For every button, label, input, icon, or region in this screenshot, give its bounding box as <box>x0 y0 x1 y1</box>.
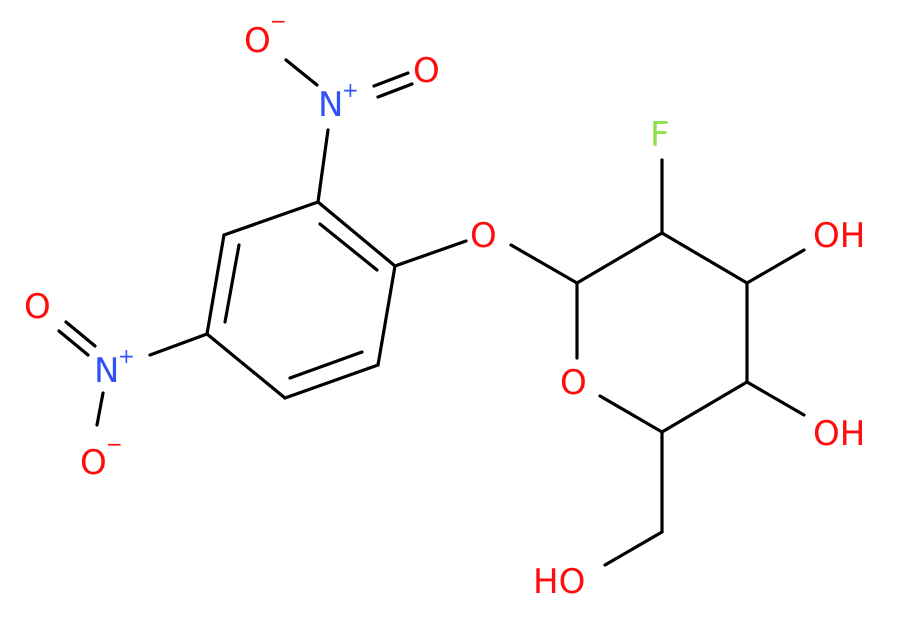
atom-o-ether: O <box>470 216 497 256</box>
atom-o-top-minus-charge: − <box>270 9 287 33</box>
bond-sugar-c1-c2 <box>575 231 664 285</box>
bond-sugar-c5-o-ring <box>598 394 664 434</box>
atom-labels: N + O − O N + O O − O O F OH OH HO <box>24 9 865 602</box>
atom-o-top-double: O <box>413 51 440 91</box>
atom-n-left: N <box>94 351 119 391</box>
bond-n-left-o-double-a <box>64 320 97 348</box>
bond-ring-c5-c6 <box>205 233 226 336</box>
bond-n-top-o-double-b <box>376 82 414 99</box>
atom-o-left-minus-charge: − <box>106 432 123 456</box>
bond-ring-c4-c5 <box>205 332 287 400</box>
atom-oh-lower: OH <box>813 414 865 454</box>
bond-ring-c5-c6-inner <box>223 243 241 324</box>
bond-c5-n-left <box>148 332 209 357</box>
atom-o-left-minus: O <box>80 443 107 483</box>
atom-o-ring: O <box>560 363 587 403</box>
atom-o-top-minus: O <box>244 21 271 61</box>
bond-ring-c6-c1 <box>222 200 320 237</box>
atom-n-top: N <box>318 85 343 125</box>
bond-ring-c3-c4 <box>283 363 380 400</box>
bond-c4-oh <box>745 380 806 417</box>
bond-o-ether-c1-sugar <box>509 243 579 285</box>
bond-ch2-oh <box>603 530 664 567</box>
bond-n-left-o-double-b <box>57 329 90 357</box>
atom-f: F <box>650 115 670 155</box>
bond-n-left-o-minus <box>95 391 105 427</box>
atom-ho: HO <box>533 562 585 602</box>
bond-ring-c1-c2 <box>316 200 397 268</box>
bond-sugar-c4-c5 <box>660 380 749 434</box>
atom-n-top-charge: + <box>342 78 359 102</box>
bond-c3-oh <box>745 248 806 285</box>
atom-oh-upper: OH <box>813 216 865 256</box>
bond-ring-c2-c3 <box>376 264 397 367</box>
bonds <box>57 58 806 567</box>
bond-n-top-o-double-a <box>372 71 410 88</box>
bond-c1-n-top <box>316 128 330 204</box>
bond-n-top-o-minus <box>284 58 319 87</box>
bond-sugar-c2-c3 <box>660 231 749 285</box>
bond-ring-c3-c4-inner <box>288 350 364 380</box>
atom-o-left-double: O <box>24 287 51 327</box>
bond-ring-c1-c2-inner <box>318 222 379 272</box>
bond-c2-o-ether <box>393 239 468 268</box>
atom-n-left-charge: + <box>118 344 135 368</box>
